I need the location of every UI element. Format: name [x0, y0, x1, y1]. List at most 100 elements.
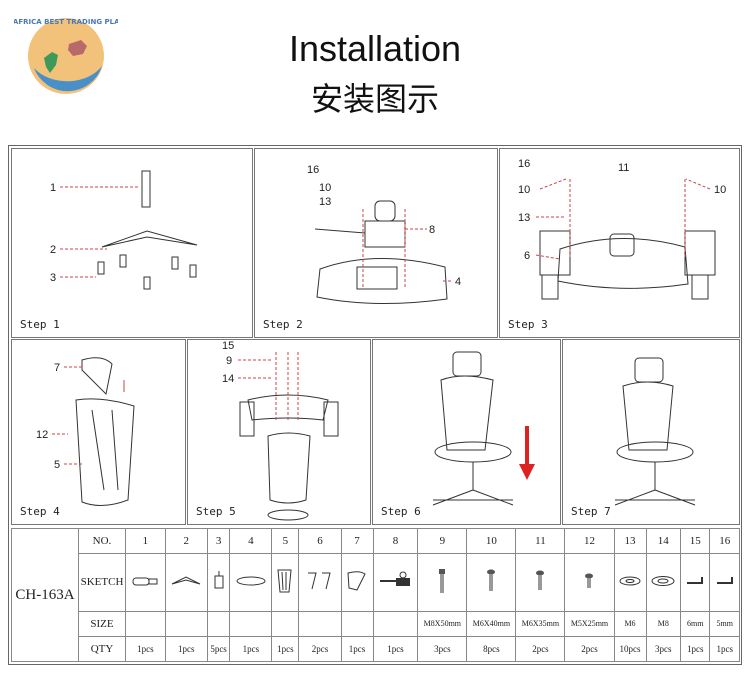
callout: 10 — [518, 184, 530, 196]
sketch-headrest-icon — [340, 553, 374, 612]
step-label: Step 1 — [20, 318, 60, 331]
callout: 7 — [54, 362, 60, 374]
step-3-diagram: 16 11 10 10 13 6 — [518, 158, 726, 300]
callout: 16 — [518, 158, 530, 170]
part-size — [125, 610, 166, 637]
part-number: 6 — [298, 527, 342, 555]
callout: 10 — [319, 182, 331, 194]
callout: 12 — [36, 429, 48, 441]
callout: 10 — [714, 184, 726, 196]
sketch-armrest-icon — [298, 553, 342, 612]
callout: 3 — [50, 272, 56, 284]
part-size: M8 — [645, 610, 682, 637]
part-size — [206, 610, 231, 637]
callout: 2 — [50, 244, 56, 256]
part-number: 15 — [680, 527, 711, 555]
step-5-panel: 15 9 14 Step 5 — [187, 339, 371, 525]
part-size: M8X50mm — [417, 610, 468, 637]
callout: 4 — [455, 276, 461, 288]
step-4-panel: 7 12 5 Step 4 — [11, 339, 186, 525]
part-number: 7 — [340, 527, 374, 555]
step-7-panel: Step 7 — [562, 339, 740, 525]
sketch-caster-icon — [206, 553, 231, 612]
step-7-diagram — [614, 357, 696, 506]
sketch-washer-icon — [613, 553, 647, 612]
callout: 6 — [524, 250, 530, 262]
part-qty: 2pcs — [564, 635, 615, 663]
part-qty: 2pcs — [298, 635, 342, 663]
step-label: Step 6 — [381, 505, 421, 518]
row-label-no: NO. — [78, 527, 126, 555]
part-qty: 10pcs — [613, 635, 647, 663]
part-number: 10 — [466, 527, 517, 555]
step-3-panel: 16 11 10 10 13 6 Step 3 — [499, 148, 740, 338]
sketch-allen-key-icon — [709, 553, 740, 612]
svg-text:CHINA-AFRICA BEST TRADING PLAT: CHINA-AFRICA BEST TRADING PLATFORM — [14, 18, 118, 26]
sketch-backrest-icon — [271, 553, 300, 612]
callout: 13 — [319, 196, 331, 208]
callout: 5 — [54, 459, 60, 471]
sketch-bolt-icon — [564, 553, 615, 612]
part-size: M6X35mm — [515, 610, 566, 637]
part-number: 2 — [164, 527, 208, 555]
step-6-diagram — [432, 351, 535, 506]
step-2-panel: 16 10 13 8 4 Step 2 — [254, 148, 498, 338]
part-qty: 1pcs — [709, 635, 740, 663]
part-number: 3 — [206, 527, 231, 555]
part-number: 5 — [271, 527, 300, 555]
part-number: 13 — [613, 527, 647, 555]
step-1-panel: 1 2 3 Step 1 — [11, 148, 253, 338]
part-number: 14 — [645, 527, 682, 555]
part-qty: 8pcs — [466, 635, 517, 663]
part-size: M6X40mm — [466, 610, 517, 637]
part-qty: 1pcs — [340, 635, 374, 663]
part-size — [340, 610, 374, 637]
row-label-qty: QTY — [78, 635, 126, 663]
step-6-panel: Step 6 — [372, 339, 561, 525]
logo: CHINA-AFRICA BEST TRADING PLATFORM — [14, 18, 118, 94]
part-number: 8 — [372, 527, 419, 555]
part-size: M5X25mm — [564, 610, 615, 637]
part-size — [298, 610, 342, 637]
sketch-allen-key-icon — [680, 553, 711, 612]
part-qty: 5pcs — [206, 635, 231, 663]
part-number: 16 — [709, 527, 740, 555]
installation-frame — [8, 145, 742, 665]
part-qty: 2pcs — [515, 635, 566, 663]
part-size — [372, 610, 419, 637]
sketch-washer-icon — [645, 553, 682, 612]
part-qty: 3pcs — [417, 635, 468, 663]
part-qty: 1pcs — [271, 635, 300, 663]
step-label: Step 7 — [571, 505, 611, 518]
part-qty: 1pcs — [372, 635, 419, 663]
step-4-diagram: 7 12 5 — [36, 357, 135, 506]
part-qty: 1pcs — [229, 635, 273, 663]
step-5-diagram: 15 9 14 — [222, 340, 339, 521]
sketch-mechanism-icon — [372, 553, 419, 612]
callout: 9 — [226, 355, 232, 367]
step-label: Step 4 — [20, 505, 60, 518]
page-title: Installation — [288, 28, 462, 69]
callout: 11 — [618, 162, 629, 174]
part-size: M6 — [613, 610, 647, 637]
model-name: CH-163A — [11, 528, 79, 662]
part-size — [164, 610, 208, 637]
callout: 1 — [50, 182, 56, 194]
part-size: 6mm — [680, 610, 711, 637]
sketch-bolt-icon — [515, 553, 566, 612]
part-qty: 3pcs — [645, 635, 682, 663]
callout: 15 — [222, 340, 234, 352]
step-2-diagram: 16 10 13 8 4 — [307, 164, 461, 305]
step-label: Step 5 — [196, 505, 236, 518]
part-number: 12 — [564, 527, 615, 555]
row-label-size: SIZE — [78, 610, 126, 637]
part-size — [271, 610, 300, 637]
sketch-seat-icon — [229, 553, 273, 612]
table-row-sketch: SKETCH — [12, 553, 740, 612]
sketch-bolt-icon — [417, 553, 468, 612]
part-number: 9 — [417, 527, 468, 555]
callout: 14 — [222, 373, 234, 385]
